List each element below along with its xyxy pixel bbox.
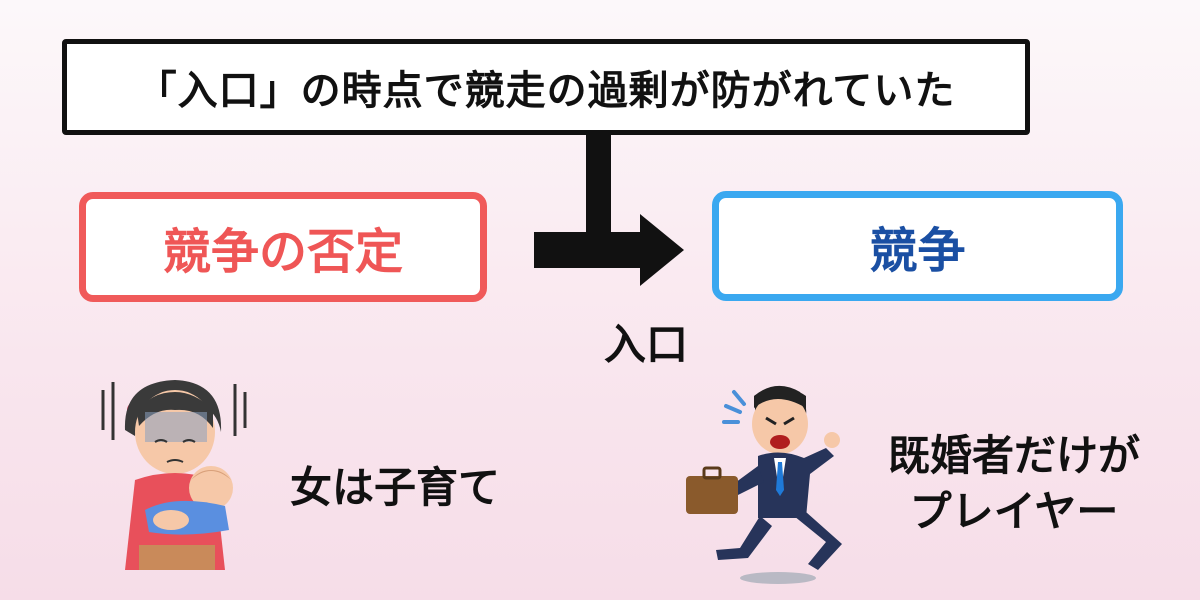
headline-box: 「入口」の時点で競走の過剰が防がれていた [62,39,1030,135]
arrow-head [640,214,684,286]
competition-box: 競争 [712,191,1123,301]
headline-text: 「入口」の時点で競走の過剰が防がれていた [136,68,956,114]
competition-denial-label: 競争の否定 [162,224,403,280]
right-caption-line2: プレイヤー [909,487,1119,536]
running-businessman-illustration [686,385,842,584]
arrow-bar [534,232,644,268]
right-caption: 既婚者だけが プレイヤー [888,428,1140,540]
right-caption-line1: 既婚者だけが [888,431,1141,480]
competition-label: 競争 [869,223,966,279]
competition-denial-box: 競争の否定 [79,192,487,302]
left-caption: 女は子育て [290,463,501,512]
mother-with-baby-illustration [101,380,247,570]
arrow-stem [586,135,611,235]
entrance-label: 入口 [604,320,689,369]
